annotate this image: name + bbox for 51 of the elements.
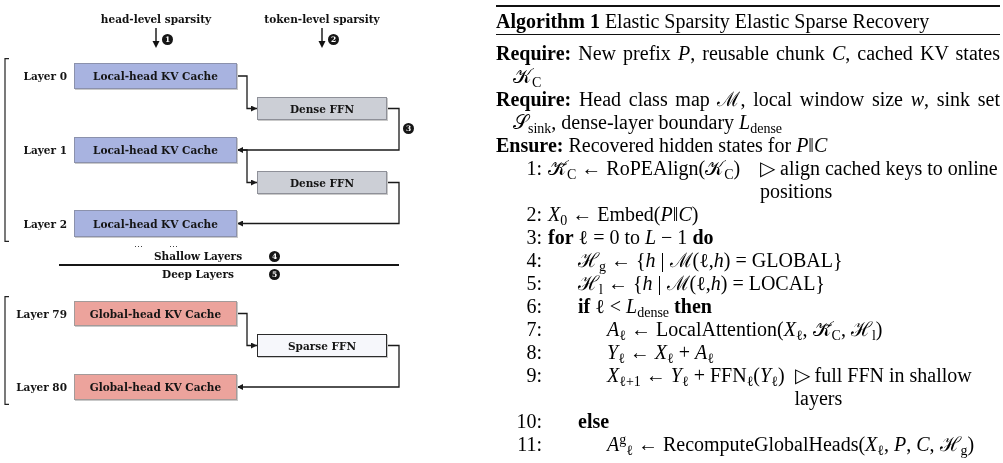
ellipsis-dots: ⋯ [168, 243, 178, 252]
kv-cache-box: Local-head KV Cache [74, 137, 237, 163]
line-number: 6: [526, 295, 542, 318]
algorithm-step: X$_{0}$ ← Embed(P‖C) [548, 203, 699, 226]
ffn-box: Sparse FFN [257, 334, 387, 357]
ffn-box: Dense FFN [257, 97, 387, 120]
sparsity-heading: head-level sparsity [100, 13, 212, 26]
algorithm-step: 𝒦̃$_{C}$ ← RoPEAlign(𝒦$_{C}$) [548, 157, 741, 180]
line-number: 1: [526, 157, 542, 180]
layer-label: Layer 79 [16, 307, 67, 320]
ffn-box: Dense FFN [257, 171, 387, 194]
sparsity-heading: token-level sparsity [264, 13, 380, 26]
line-number: 4: [526, 249, 542, 272]
requirement-text: Ensure: Recovered hidden states for P‖C [496, 134, 829, 157]
line-number: 5: [526, 272, 542, 295]
algorithm-step: X$_{ℓ+1}$ ← Y$_{ℓ}$ + FFN$_{ℓ}$(Y$_{ℓ}$) [607, 364, 785, 387]
section-label: Shallow Layers [153, 250, 243, 263]
ellipsis-dots: ⋯ [133, 243, 143, 252]
arrow [236, 312, 258, 349]
arrow [236, 344, 400, 390]
layer-label: Layer 1 [23, 144, 67, 156]
kv-cache-box: Local-head KV Cache [74, 63, 237, 89]
line-number: 2: [526, 203, 542, 226]
section-label: Deep Layers [162, 268, 234, 281]
requirement-text: Require: Head class map ℳ, local window size w, sink set 𝒮$_{sink}$, dense-layer boundary L$_{dense}$ [496, 88, 1000, 134]
kv-cache-box: Global-head KV Cache [74, 301, 237, 326]
line-number: 7: [526, 318, 542, 341]
algorithm-step: else [578, 410, 610, 433]
kv-cache-box: Local-head KV Cache [74, 210, 237, 237]
arrow [236, 149, 258, 186]
requirement-text: Require: New prefix P, reusable chunk C, cached KV states 𝒦$_{C}$ [496, 42, 1000, 88]
line-number: 3: [526, 226, 542, 249]
line-number: 11: [517, 433, 542, 456]
layer-label: Layer 0 [23, 70, 67, 82]
arrow [236, 181, 400, 227]
algorithm-step: A$_{ℓ}$ ← LocalAttention(X$_{ℓ}$, 𝒦̃$_{C}$, ℋ$_{l}$) [607, 318, 883, 341]
layer-label: Layer 2 [23, 217, 67, 230]
comment-text: ▷ full FFN in shallow layers [794, 364, 973, 410]
algorithm-title: Algorithm 1 Elastic Sparsity Elastic Sparse Recovery [496, 10, 931, 33]
arrow [236, 75, 258, 112]
comment-text: ▷ align cached keys to online positions [760, 157, 999, 203]
algorithm-step: Y$_{ℓ}$ ← X$_{ℓ}$ + A$_{ℓ}$ [607, 341, 714, 364]
line-number: 8: [526, 341, 542, 364]
algorithm-step: if ℓ < L$_{dense}$ then [578, 295, 712, 318]
algorithm-step: ℋ$_{g}$ ← {h | ℳ(ℓ,h) = GLOBAL} [578, 249, 843, 272]
kv-cache-box: Global-head KV Cache [74, 374, 237, 400]
line-number: 9: [526, 364, 542, 387]
line-number: 10: [516, 410, 542, 433]
layer-label: Layer 80 [16, 381, 67, 393]
algorithm-step: for ℓ = 0 to L − 1 do [548, 226, 714, 249]
algorithm-step: A$^{g}$$_{ℓ}$ ← RecomputeGlobalHeads(X$_{ℓ}$, P, C, ℋ$_{g}$) [607, 433, 975, 456]
